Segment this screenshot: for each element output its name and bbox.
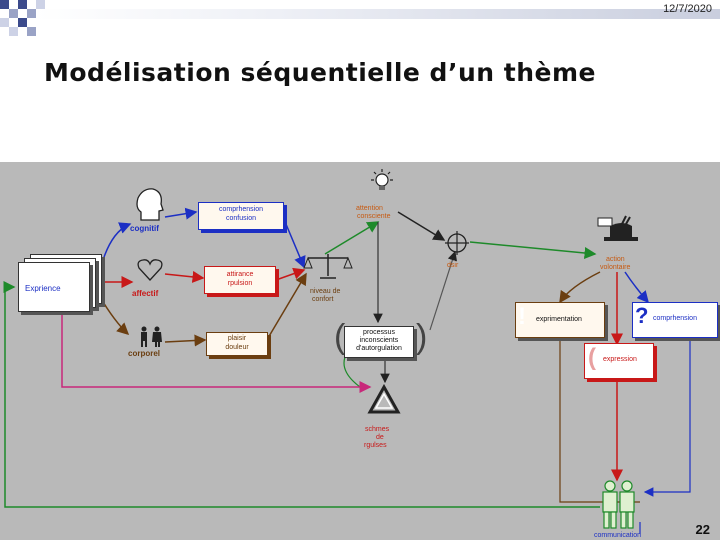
- schemes-de-text: de: [376, 434, 384, 441]
- consciente-text: consciente: [357, 213, 391, 220]
- schemes-regulses-text: rgulses: [364, 442, 387, 449]
- douleur-text: douleur: [225, 344, 249, 351]
- deco-square: [36, 0, 45, 9]
- inconscients-text: inconscients: [359, 337, 399, 344]
- exclamation-icon: !: [518, 303, 526, 330]
- recycle-icon: [367, 384, 401, 414]
- deco-square: [9, 27, 18, 36]
- magic-hat-icon: [597, 215, 638, 241]
- deco-square: [27, 27, 36, 36]
- deco-square: [27, 9, 36, 18]
- communication-text: communication: [594, 532, 642, 539]
- diagram-panel: Exprience cognitif affectif corporel com…: [0, 162, 720, 540]
- expression-mark: (: [588, 344, 596, 371]
- cognitif-label: cognitif: [130, 224, 159, 233]
- scale-icon: [303, 254, 353, 279]
- confusion-text: confusion: [226, 215, 256, 222]
- deco-square: [0, 18, 9, 27]
- diagram-arrows: [3, 207, 691, 534]
- experimentation-box: ! exprimentation: [515, 302, 605, 338]
- processus-text: processus: [363, 329, 395, 336]
- corporel-label: corporel: [128, 349, 161, 358]
- expression-text: expression: [603, 356, 637, 363]
- action-text: action: [606, 256, 625, 263]
- niveau-text: niveau de: [310, 288, 341, 295]
- attention-text: attention: [356, 205, 383, 212]
- parenthesis-icon: ): [416, 318, 428, 356]
- page-number: 22: [695, 522, 710, 537]
- comprehension-text: comprhension: [219, 206, 263, 213]
- target-icon: [445, 231, 469, 255]
- experimentation-text: exprimentation: [536, 316, 582, 323]
- comprehension-confusion-box: comprhension confusion: [198, 202, 284, 230]
- comprehension-box: ? comprhension: [632, 302, 718, 338]
- expression-box: ( expression: [584, 343, 654, 379]
- deco-square: [18, 18, 27, 27]
- question-icon: ?: [635, 303, 649, 328]
- people-icon: [141, 326, 162, 347]
- plaisir-text: plaisir: [227, 335, 247, 342]
- attirance-text: attirance: [226, 271, 254, 278]
- deco-square: [0, 0, 9, 9]
- repulsion-text: rpulsion: [227, 280, 253, 287]
- two-persons-icon: [602, 480, 635, 529]
- comprehension-box-text: comprhension: [653, 315, 697, 322]
- desir-text: dsir: [447, 262, 459, 269]
- heart-icon: [137, 259, 163, 281]
- date-label: 12/7/2020: [663, 3, 712, 15]
- header-bar: [36, 9, 720, 19]
- deco-square: [18, 0, 27, 9]
- attirance-repulsion-box: attirance rpulsion: [204, 266, 276, 294]
- head-icon: [136, 188, 164, 221]
- processus-box: processus inconscients d'autorgulation: [344, 326, 414, 358]
- autoregulation-text: d'autorgulation: [356, 345, 402, 352]
- volontaire-text: volontaire: [600, 264, 631, 271]
- lightbulb-icon: [371, 169, 393, 190]
- confort-text: confort: [312, 296, 334, 303]
- experience-doc: Exprience: [18, 262, 90, 312]
- deco-square: [9, 9, 18, 18]
- parenthesis-icon: (: [334, 318, 346, 356]
- affectif-label: affectif: [132, 289, 159, 298]
- schemes-text: schmes: [365, 426, 390, 433]
- page-title: Modélisation séquentielle d’un thème: [44, 58, 596, 87]
- experience-label: Exprience: [25, 284, 61, 293]
- plaisir-douleur-box: plaisir douleur: [206, 332, 268, 356]
